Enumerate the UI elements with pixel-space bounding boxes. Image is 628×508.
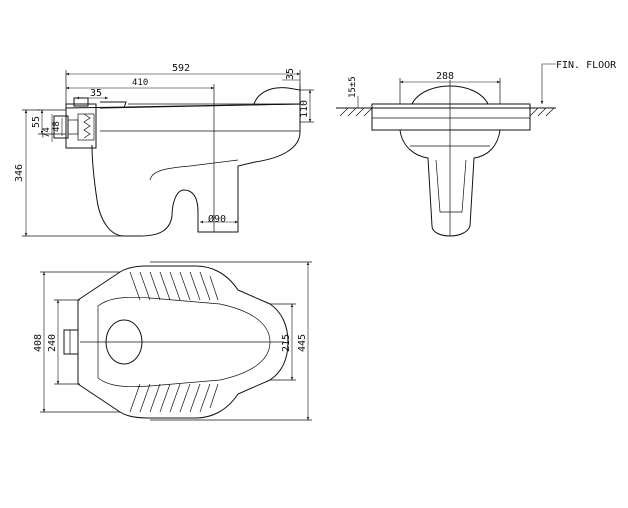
side-body-outline (91, 103, 301, 237)
side-rim (65, 87, 301, 109)
dim-plan-bowl-width: 215 (281, 334, 292, 352)
dim-inlet-height: 55 (31, 116, 42, 128)
plan-view: 408 240 215 445 (33, 261, 312, 421)
foot-grip-top (129, 271, 219, 301)
dim-top-step: 35 (285, 68, 296, 80)
floor-label: FIN. FLOOR (556, 60, 617, 71)
dim-floor-tolerance: 15±5 (348, 76, 358, 98)
dim-inlet-length: 35 (90, 88, 102, 99)
dim-overall-length: 592 (172, 63, 190, 74)
dim-rim-height: 110 (299, 100, 310, 118)
dim-total-height: 346 (14, 164, 25, 182)
side-inlet-fitting (53, 97, 97, 149)
dim-plan-rim-width: 408 (33, 334, 44, 352)
floor-hatch (339, 107, 555, 117)
dim-outlet-diameter: Ø90 (208, 213, 226, 225)
end-view: 288 15±5 FIN. FLOOR (336, 60, 617, 237)
dim-inlet-inner: 48 (52, 121, 62, 132)
plan-outer-outline (77, 265, 289, 419)
foot-grip-bottom (129, 383, 219, 413)
side-view: 592 410 35 35 110 55 74 48 346 Ø90 (14, 63, 314, 237)
dim-inlet-outer: 74 (42, 127, 52, 138)
floor-leader (540, 63, 556, 104)
dim-plan-overall-width: 445 (297, 334, 308, 352)
end-rim (371, 103, 531, 131)
plan-inlet (63, 329, 79, 355)
dim-outlet-offset: 410 (132, 78, 148, 88)
dim-end-width: 288 (436, 71, 454, 82)
dim-plan-inner-width: 240 (47, 334, 58, 352)
side-bowl-curve (149, 159, 239, 181)
